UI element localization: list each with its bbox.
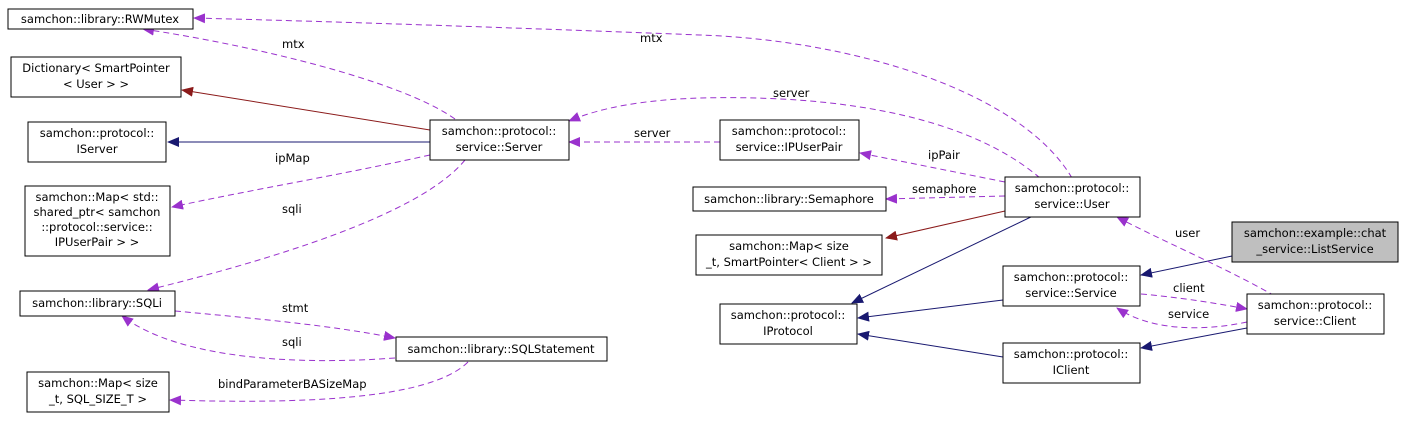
node-map-client[interactable]: samchon::Map< size _t, SmartPointer< Cli… xyxy=(695,234,883,276)
node-ipuserpair-label-1: samchon::protocol:: xyxy=(732,124,847,138)
node-dictionary-label-1: Dictionary< SmartPointer xyxy=(22,61,170,75)
edge-iclient-iprotocol xyxy=(857,330,1004,358)
node-server-label-1: samchon::protocol:: xyxy=(442,124,557,138)
node-map-ipuserpair-label-1: samchon::Map< std:: xyxy=(35,190,158,204)
node-rwmutex[interactable]: samchon::library::RWMutex xyxy=(7,8,194,30)
node-user-label-1: samchon::protocol:: xyxy=(1015,181,1130,195)
node-client[interactable]: samchon::protocol:: service::Client xyxy=(1246,293,1385,335)
node-user[interactable]: samchon::protocol:: service::User xyxy=(1004,176,1141,218)
node-map-sizet[interactable]: samchon::Map< size _t, SQL_SIZE_T > xyxy=(26,371,170,413)
node-semaphore[interactable]: samchon::library::Semaphore xyxy=(692,186,887,212)
node-dictionary[interactable]: Dictionary< SmartPointer < User > > xyxy=(10,56,182,98)
edge-label-semaphore: semaphore xyxy=(912,182,977,196)
edge-labels: mtx mtx ipMap sqli stmt sqli bindParamet… xyxy=(218,31,1209,391)
edge-user-semaphore xyxy=(885,193,1006,204)
edge-server-dictionary xyxy=(181,86,431,131)
node-listservice[interactable]: samchon::example::chat _service::ListSer… xyxy=(1231,221,1399,263)
edge-server-sqli xyxy=(147,159,466,293)
node-service-label-2: service::Service xyxy=(1025,286,1116,300)
edge-label-mtx-user: mtx xyxy=(640,31,663,45)
node-map-ipuserpair[interactable]: samchon::Map< std:: shared_ptr< samchon … xyxy=(24,185,171,257)
node-client-label-2: service::Client xyxy=(1274,314,1357,328)
node-dictionary-label-2: < User > > xyxy=(63,77,129,91)
edge-user-rwmutex xyxy=(193,13,1073,179)
edge-sqlstmt-mapsizet xyxy=(169,361,469,406)
edge-server-rwmutex xyxy=(142,25,456,120)
node-server[interactable]: samchon::protocol:: service::Server xyxy=(429,119,570,161)
edge-label-user: user xyxy=(1175,226,1200,240)
node-rwmutex-label: samchon::library::RWMutex xyxy=(21,12,179,26)
edge-label-bindparam: bindParameterBASizeMap xyxy=(218,377,367,391)
node-server-label-2: service::Server xyxy=(456,140,543,154)
node-sqlstatement-label: samchon::library::SQLStatement xyxy=(407,342,595,356)
node-iserver-label-1: samchon::protocol:: xyxy=(40,126,155,140)
edge-label-server-ippair: server xyxy=(634,126,671,140)
edge-label-sqli-stmt: sqli xyxy=(282,335,302,349)
edge-listservice-service xyxy=(1140,255,1233,278)
node-map-ipuserpair-label-3: ::protocol::service:: xyxy=(41,220,152,234)
node-iserver-label-2: IServer xyxy=(76,142,117,156)
nodes: samchon::library::RWMutex Dictionary< Sm… xyxy=(7,8,1399,413)
node-service-label-1: samchon::protocol:: xyxy=(1014,270,1129,284)
edge-label-ipmap: ipMap xyxy=(275,151,310,165)
edge-server-mapipuser xyxy=(171,154,431,210)
edge-client-user xyxy=(1116,216,1276,297)
node-sqli[interactable]: samchon::library::SQLi xyxy=(19,290,176,317)
node-map-sizet-label-1: samchon::Map< size xyxy=(38,376,158,390)
edges xyxy=(121,13,1276,406)
node-iprotocol-label-2: IProtocol xyxy=(763,324,813,338)
node-map-sizet-label-2: _t, SQL_SIZE_T > xyxy=(48,392,147,406)
edge-sqli-sqlstmt xyxy=(174,310,396,341)
node-iclient-label-2: IClient xyxy=(1053,363,1090,377)
node-iclient[interactable]: samchon::protocol:: IClient xyxy=(1002,342,1141,384)
edge-sqlstmt-sqli xyxy=(121,315,396,362)
edge-user-server xyxy=(568,97,1041,179)
node-ipuserpair-label-2: service::IPUserPair xyxy=(736,140,843,154)
edge-user-iprotocol xyxy=(851,214,1036,304)
node-service[interactable]: samchon::protocol:: service::Service xyxy=(1002,265,1141,307)
node-iserver[interactable]: samchon::protocol:: IServer xyxy=(27,121,167,163)
node-map-client-label-2: _t, SmartPointer< Client > > xyxy=(705,255,872,269)
node-map-ipuserpair-label-2: shared_ptr< samchon xyxy=(34,205,161,219)
node-iprotocol[interactable]: samchon::protocol:: IProtocol xyxy=(719,303,858,345)
edge-client-service xyxy=(1116,307,1248,329)
node-listservice-label-2: _service::ListService xyxy=(1255,242,1373,256)
edge-service-iprotocol xyxy=(857,299,1004,322)
edge-user-ipuserpair xyxy=(859,150,1006,183)
edge-label-server-user: server xyxy=(773,86,810,100)
node-ipuserpair[interactable]: samchon::protocol:: service::IPUserPair xyxy=(719,119,860,161)
edge-label-ippair: ipPair xyxy=(928,148,960,162)
edge-client-iclient xyxy=(1140,327,1248,351)
node-iclient-label-1: samchon::protocol:: xyxy=(1014,347,1129,361)
edge-label-sqli-server: sqli xyxy=(282,202,302,216)
node-listservice-label-1: samchon::example::chat xyxy=(1244,226,1387,240)
edge-user-mapclient xyxy=(885,210,1006,241)
edge-label-mtx-server: mtx xyxy=(282,37,305,51)
node-user-label-2: service::User xyxy=(1034,197,1109,211)
edge-label-service: service xyxy=(1168,307,1209,321)
node-client-label-1: samchon::protocol:: xyxy=(1258,298,1373,312)
node-sqli-label: samchon::library::SQLi xyxy=(32,296,162,310)
edge-label-client: client xyxy=(1173,281,1205,295)
node-sqlstatement[interactable]: samchon::library::SQLStatement xyxy=(395,336,608,362)
edge-service-client xyxy=(1140,293,1248,312)
edge-label-stmt: stmt xyxy=(282,301,309,315)
node-iprotocol-label-1: samchon::protocol:: xyxy=(731,308,846,322)
node-map-client-label-1: samchon::Map< size xyxy=(729,239,849,253)
node-semaphore-label: samchon::library::Semaphore xyxy=(704,192,874,206)
node-map-ipuserpair-label-4: IPUserPair > > xyxy=(55,235,140,249)
